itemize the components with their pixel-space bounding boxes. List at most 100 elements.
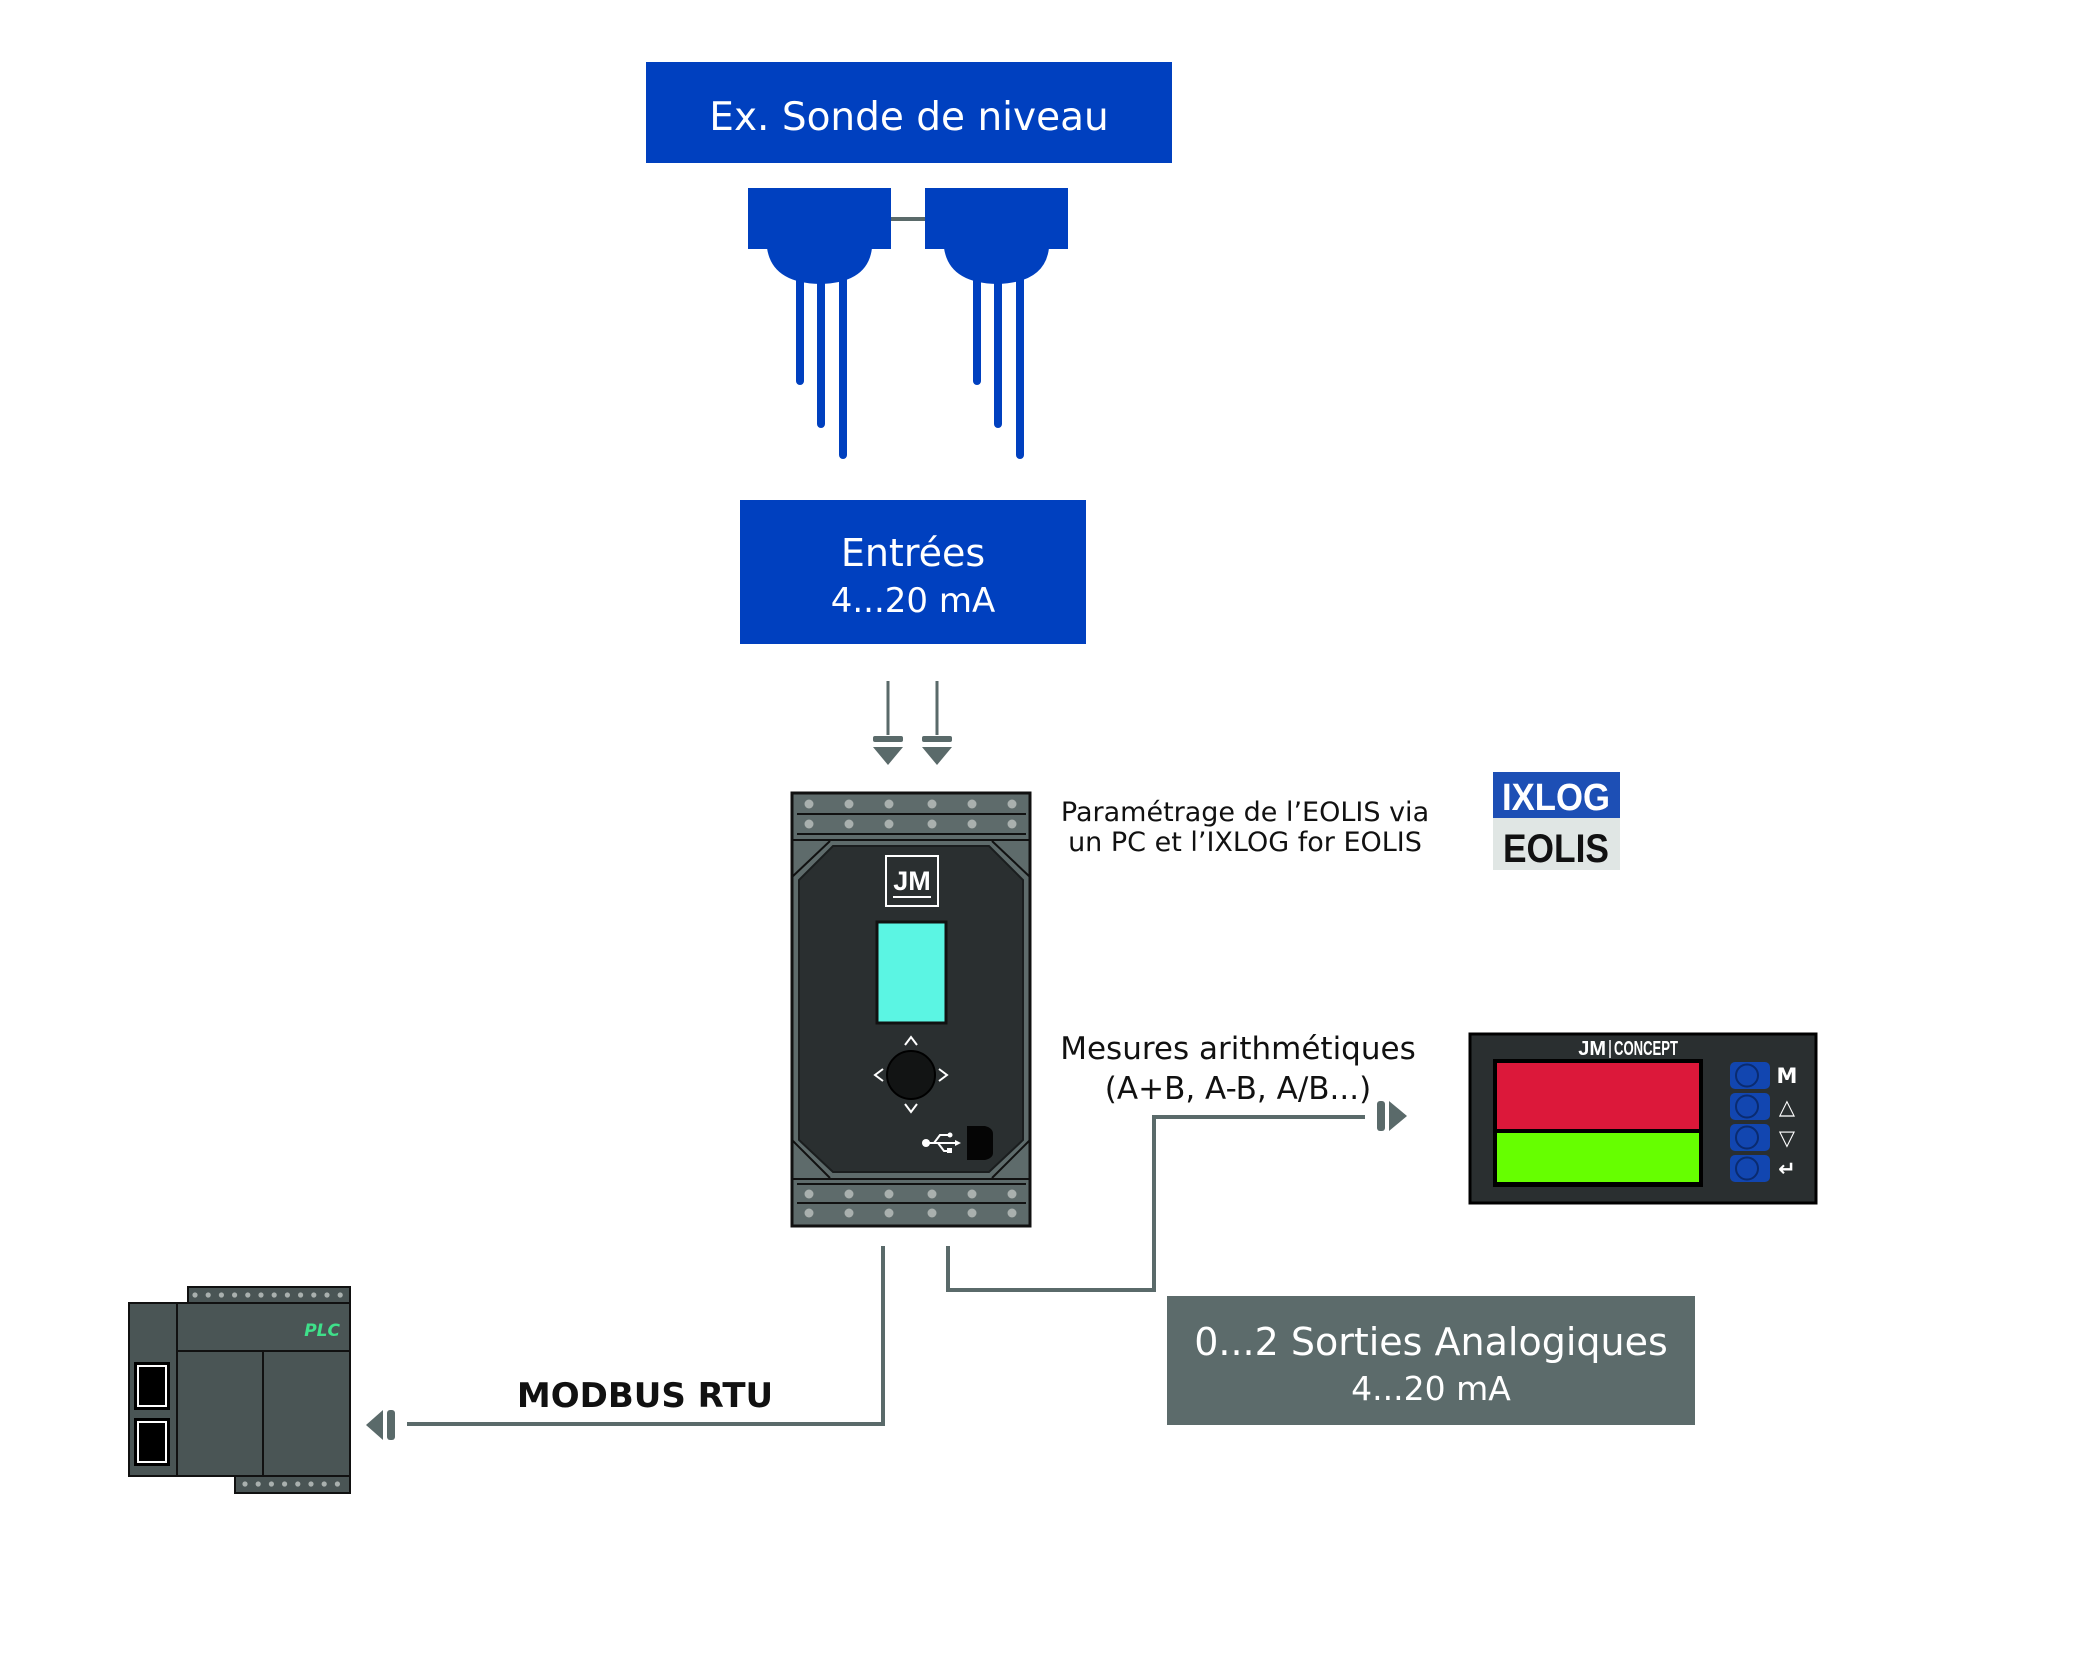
inputs-box-range: 4...20 mA xyxy=(831,581,996,621)
plc-terminal-screw xyxy=(218,1292,224,1298)
eolis-device: JM xyxy=(790,791,1032,1228)
left-chevron-icon[interactable] xyxy=(873,1068,884,1082)
plc-terminal-screw xyxy=(232,1292,238,1298)
display-green-zone xyxy=(1497,1133,1699,1182)
plc-terminal-screw xyxy=(205,1292,211,1298)
inputs-box-title: Entrées xyxy=(841,531,985,575)
terminal-screw xyxy=(884,819,894,829)
menu-button[interactable]: M xyxy=(1730,1062,1797,1089)
terminal-screw xyxy=(884,1189,894,1199)
down-button[interactable]: ▽ xyxy=(1730,1124,1796,1151)
source-box-label: Ex. Sonde de niveau xyxy=(709,95,1108,140)
terminal-screw xyxy=(804,819,814,829)
config-note-line1: Paramétrage de l’EOLIS via xyxy=(1061,797,1429,828)
arithmetic-note-line1: Mesures arithmétiques xyxy=(1060,1031,1416,1067)
terminal-screw xyxy=(884,799,894,809)
config-note-line2: un PC et l’IXLOG for EOLIS xyxy=(1068,827,1422,858)
panel-button-symbol: ▽ xyxy=(1779,1126,1796,1150)
terminal-screw xyxy=(844,1208,854,1218)
terminal-screw xyxy=(927,819,937,829)
plc-terminal-screw xyxy=(334,1481,340,1487)
terminal-screw xyxy=(844,819,854,829)
plc-terminal-screw xyxy=(295,1481,301,1487)
plc-terminal-screw xyxy=(308,1481,314,1487)
terminal-screw xyxy=(927,1208,937,1218)
plc-terminal-screw xyxy=(282,1481,288,1487)
config-note: Paramétrage de l’EOLIS via un PC et l’IX… xyxy=(1061,797,1429,858)
level-probe-2 xyxy=(925,188,1068,459)
terminal-screw xyxy=(967,799,977,809)
joystick-button[interactable] xyxy=(886,1050,936,1100)
inputs-box: Entrées 4...20 mA xyxy=(740,500,1086,644)
plc-label: PLC xyxy=(304,1321,340,1341)
panel-button-symbol: M xyxy=(1777,1064,1798,1088)
modbus-label: MODBUS RTU xyxy=(517,1376,773,1416)
plc-port-1 xyxy=(134,1362,170,1410)
plc-terminal-screw xyxy=(258,1292,264,1298)
panel-button-symbol: ↵ xyxy=(1778,1157,1796,1181)
modbus-arrow-left xyxy=(366,1410,395,1440)
up-button[interactable]: △ xyxy=(1730,1093,1796,1120)
plc-device: PLC xyxy=(128,1286,351,1494)
output-arrow-right xyxy=(1377,1101,1407,1131)
terminal-screw xyxy=(967,1208,977,1218)
bottom-terminal-strip xyxy=(792,1178,1030,1204)
plc-terminal-screw xyxy=(268,1481,274,1487)
terminal-screw xyxy=(844,1189,854,1199)
usb-port[interactable] xyxy=(967,1126,993,1160)
analog-output-line xyxy=(946,1115,1365,1292)
ixlog-eolis-logo[interactable]: IXLOG EOLIS xyxy=(1493,772,1620,871)
panel-brand-right: CONCEPT xyxy=(1614,1038,1678,1060)
display-red-zone xyxy=(1497,1063,1699,1129)
modbus-line xyxy=(407,1246,885,1426)
input-arrow-a xyxy=(873,681,903,765)
plc-terminal-screw xyxy=(284,1292,290,1298)
panel-button-symbol: △ xyxy=(1779,1095,1796,1119)
top-terminal-strip xyxy=(792,813,1030,841)
arithmetic-note: Mesures arithmétiques (A+B, A-B, A/B...) xyxy=(1060,1031,1416,1107)
terminal-screw xyxy=(927,1189,937,1199)
level-probe-1 xyxy=(748,188,891,459)
panel-brand-left: JM xyxy=(1578,1038,1606,1060)
terminal-screw xyxy=(804,1208,814,1218)
terminal-screw xyxy=(967,819,977,829)
panel-display: JM CONCEPT M △ ▽ ↵ xyxy=(1468,1032,1818,1205)
plc-terminal-screw xyxy=(271,1292,277,1298)
input-arrow-b xyxy=(922,681,952,765)
plc-terminal-screw xyxy=(192,1292,198,1298)
right-chevron-icon[interactable] xyxy=(938,1068,949,1082)
plc-terminal-screw xyxy=(311,1292,317,1298)
ixlog-text: IXLOG xyxy=(1502,777,1610,819)
plc-terminal-screw xyxy=(321,1481,327,1487)
outputs-box-range: 4...20 mA xyxy=(1351,1369,1511,1408)
enter-button[interactable]: ↵ xyxy=(1730,1155,1796,1182)
svg-text:JM: JM xyxy=(893,866,931,896)
eolis-text: EOLIS xyxy=(1503,827,1609,871)
device-screen xyxy=(875,920,948,1025)
terminal-screw xyxy=(1007,819,1017,829)
plc-terminal-screw xyxy=(337,1292,343,1298)
plc-port-2 xyxy=(134,1418,170,1466)
plc-terminal-screw xyxy=(242,1481,248,1487)
terminal-screw xyxy=(804,1189,814,1199)
arithmetic-note-line2: (A+B, A-B, A/B...) xyxy=(1105,1071,1371,1107)
terminal-screw xyxy=(844,799,854,809)
plc-terminal-screw xyxy=(298,1292,304,1298)
source-box: Ex. Sonde de niveau xyxy=(646,62,1172,163)
outputs-box: 0...2 Sorties Analogiques 4...20 mA xyxy=(1167,1296,1695,1425)
plc-terminal-screw xyxy=(245,1292,251,1298)
terminal-screw xyxy=(1007,799,1017,809)
usb-icon xyxy=(922,1132,961,1153)
terminal-screw xyxy=(884,1208,894,1218)
outputs-box-title: 0...2 Sorties Analogiques xyxy=(1194,1320,1668,1364)
terminal-screw xyxy=(927,799,937,809)
jm-logo: JM xyxy=(885,855,939,907)
plc-terminal-screw xyxy=(324,1292,330,1298)
down-chevron-icon[interactable] xyxy=(904,1103,918,1114)
up-chevron-icon[interactable] xyxy=(904,1035,918,1046)
terminal-screw xyxy=(804,799,814,809)
terminal-screw xyxy=(967,1189,977,1199)
terminal-screw xyxy=(1007,1189,1017,1199)
plc-terminal-screw xyxy=(255,1481,261,1487)
